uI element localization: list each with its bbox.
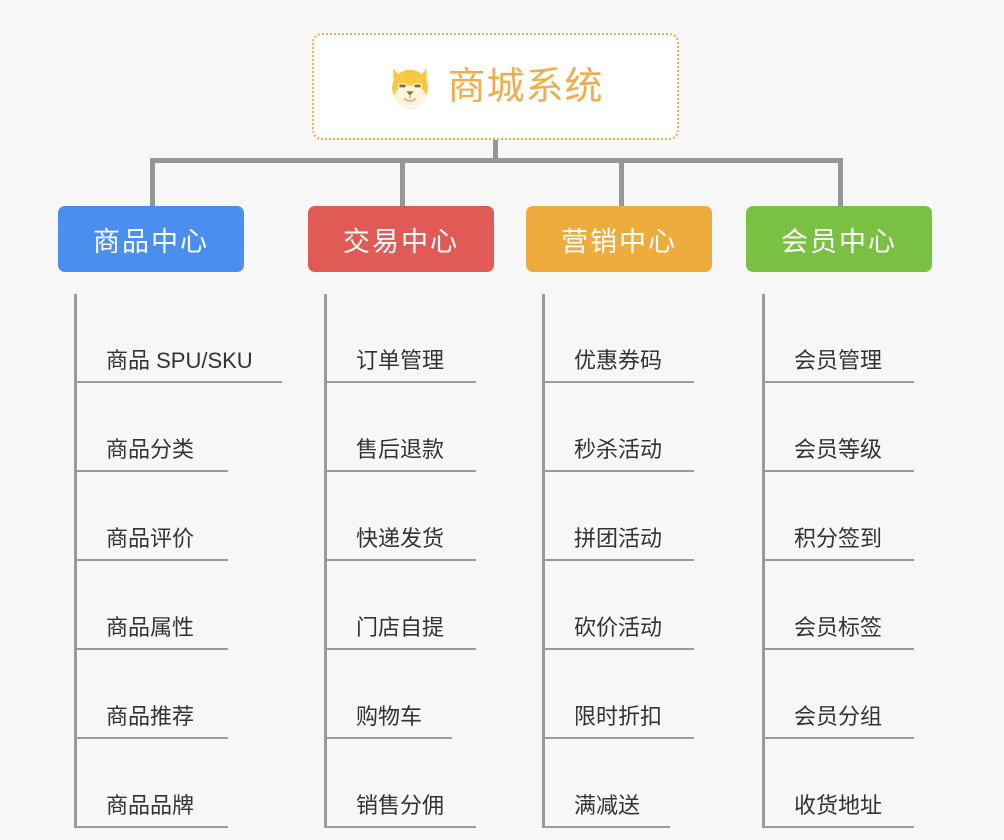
leaf-label: 商品评价 (106, 526, 195, 551)
leaf-item[interactable]: 优惠券码 (542, 294, 712, 383)
leaf-label: 会员标签 (794, 615, 883, 640)
leaf-rule (324, 737, 452, 739)
leaf-label: 满减送 (574, 793, 641, 818)
leaf-label: 快递发货 (356, 526, 445, 551)
leaf-label: 收货地址 (794, 793, 883, 818)
leaf-item[interactable]: 订单管理 (324, 294, 494, 383)
leaf-label: 会员分组 (794, 704, 883, 729)
leaf-rule (542, 826, 670, 828)
leaf-label: 拼团活动 (574, 526, 663, 551)
branch-items-1: 商品 SPU/SKU 商品分类 商品评价 商品属性 商品推荐 商品品牌 (58, 294, 282, 828)
leaf-rule (324, 559, 476, 561)
leaf-label: 限时折扣 (574, 704, 663, 729)
branch-spine-3 (542, 294, 545, 828)
leaf-label: 商品分类 (106, 437, 195, 462)
leaf-rule (74, 737, 228, 739)
connector-drop-4 (838, 158, 843, 206)
leaf-label: 秒杀活动 (574, 437, 663, 462)
leaf-label: 销售分佣 (356, 793, 445, 818)
leaf-label: 会员管理 (794, 348, 883, 373)
leaf-item[interactable]: 商品分类 (74, 383, 244, 472)
leaf-rule (762, 826, 914, 828)
leaf-label: 购物车 (356, 704, 423, 729)
root-node[interactable]: 商城系统 (312, 33, 679, 140)
leaf-item[interactable]: 购物车 (324, 650, 494, 739)
leaf-label: 砍价活动 (574, 615, 663, 640)
branch-items-3: 优惠券码 秒杀活动 拼团活动 砍价活动 限时折扣 满减送 (526, 294, 712, 828)
connector-drop-1 (150, 158, 155, 206)
leaf-rule (542, 648, 694, 650)
connector-drop-3 (619, 158, 624, 206)
leaf-rule (542, 737, 694, 739)
leaf-item[interactable]: 商品 SPU/SKU (74, 294, 282, 383)
branch-items-4: 会员管理 会员等级 积分签到 会员标签 会员分组 收货地址 (746, 294, 932, 828)
branch-header-2[interactable]: 交易中心 (308, 206, 494, 272)
branch-column-3: 营销中心 优惠券码 秒杀活动 拼团活动 砍价活动 限时折扣 (526, 206, 712, 828)
branch-header-4[interactable]: 会员中心 (746, 206, 932, 272)
leaf-rule (542, 559, 694, 561)
leaf-label: 积分签到 (794, 526, 883, 551)
leaf-rule (542, 381, 694, 383)
leaf-item[interactable]: 售后退款 (324, 383, 494, 472)
leaf-item[interactable]: 拼团活动 (542, 472, 712, 561)
leaf-item[interactable]: 积分签到 (762, 472, 932, 561)
leaf-label: 商品属性 (106, 615, 195, 640)
connector-root-stem (493, 140, 498, 161)
leaf-item[interactable]: 会员分组 (762, 650, 932, 739)
branch-header-3[interactable]: 营销中心 (526, 206, 712, 272)
branch-spine-1 (74, 294, 77, 828)
leaf-item[interactable]: 会员标签 (762, 561, 932, 650)
leaf-item[interactable]: 秒杀活动 (542, 383, 712, 472)
branch-column-1: 商品中心 商品 SPU/SKU 商品分类 商品评价 商品属性 商品推荐 (58, 206, 282, 828)
shiba-dog-face-icon (392, 67, 429, 110)
leaf-item[interactable]: 销售分佣 (324, 739, 494, 828)
connector-horizontal-bus (150, 158, 839, 163)
leaf-item[interactable]: 会员管理 (762, 294, 932, 383)
leaf-rule (542, 470, 694, 472)
branch-items-2: 订单管理 售后退款 快递发货 门店自提 购物车 销售分佣 (308, 294, 494, 828)
leaf-item[interactable]: 商品推荐 (74, 650, 244, 739)
leaf-rule (74, 470, 228, 472)
branch-spine-4 (762, 294, 765, 828)
leaf-rule (324, 826, 476, 828)
leaf-rule (74, 381, 282, 383)
leaf-item[interactable]: 会员等级 (762, 383, 932, 472)
branch-column-2: 交易中心 订单管理 售后退款 快递发货 门店自提 购物车 (308, 206, 494, 828)
leaf-rule (762, 559, 914, 561)
leaf-label: 商品推荐 (106, 704, 195, 729)
leaf-label: 订单管理 (356, 348, 445, 373)
leaf-rule (324, 470, 476, 472)
leaf-item[interactable]: 商品属性 (74, 561, 244, 650)
branch-column-4: 会员中心 会员管理 会员等级 积分签到 会员标签 会员分组 (746, 206, 932, 828)
leaf-label: 商品 SPU/SKU (106, 348, 253, 373)
leaf-item[interactable]: 门店自提 (324, 561, 494, 650)
leaf-item[interactable]: 快递发货 (324, 472, 494, 561)
leaf-item[interactable]: 商品评价 (74, 472, 244, 561)
leaf-label: 售后退款 (356, 437, 445, 462)
leaf-label: 会员等级 (794, 437, 883, 462)
leaf-rule (762, 381, 914, 383)
leaf-rule (762, 648, 914, 650)
branch-header-1[interactable]: 商品中心 (58, 206, 244, 272)
branch-spine-2 (324, 294, 327, 828)
connector-drop-2 (400, 158, 405, 206)
leaf-rule (74, 826, 228, 828)
leaf-item[interactable]: 收货地址 (762, 739, 932, 828)
leaf-rule (762, 737, 914, 739)
leaf-rule (762, 470, 914, 472)
leaf-rule (324, 381, 476, 383)
leaf-item[interactable]: 满减送 (542, 739, 712, 828)
root-title: 商城系统 (447, 65, 604, 108)
leaf-rule (324, 648, 476, 650)
leaf-label: 优惠券码 (574, 348, 663, 373)
leaf-label: 商品品牌 (106, 793, 195, 818)
leaf-item[interactable]: 砍价活动 (542, 561, 712, 650)
leaf-item[interactable]: 限时折扣 (542, 650, 712, 739)
leaf-rule (74, 648, 228, 650)
leaf-rule (74, 559, 228, 561)
leaf-label: 门店自提 (356, 615, 445, 640)
leaf-item[interactable]: 商品品牌 (74, 739, 244, 828)
